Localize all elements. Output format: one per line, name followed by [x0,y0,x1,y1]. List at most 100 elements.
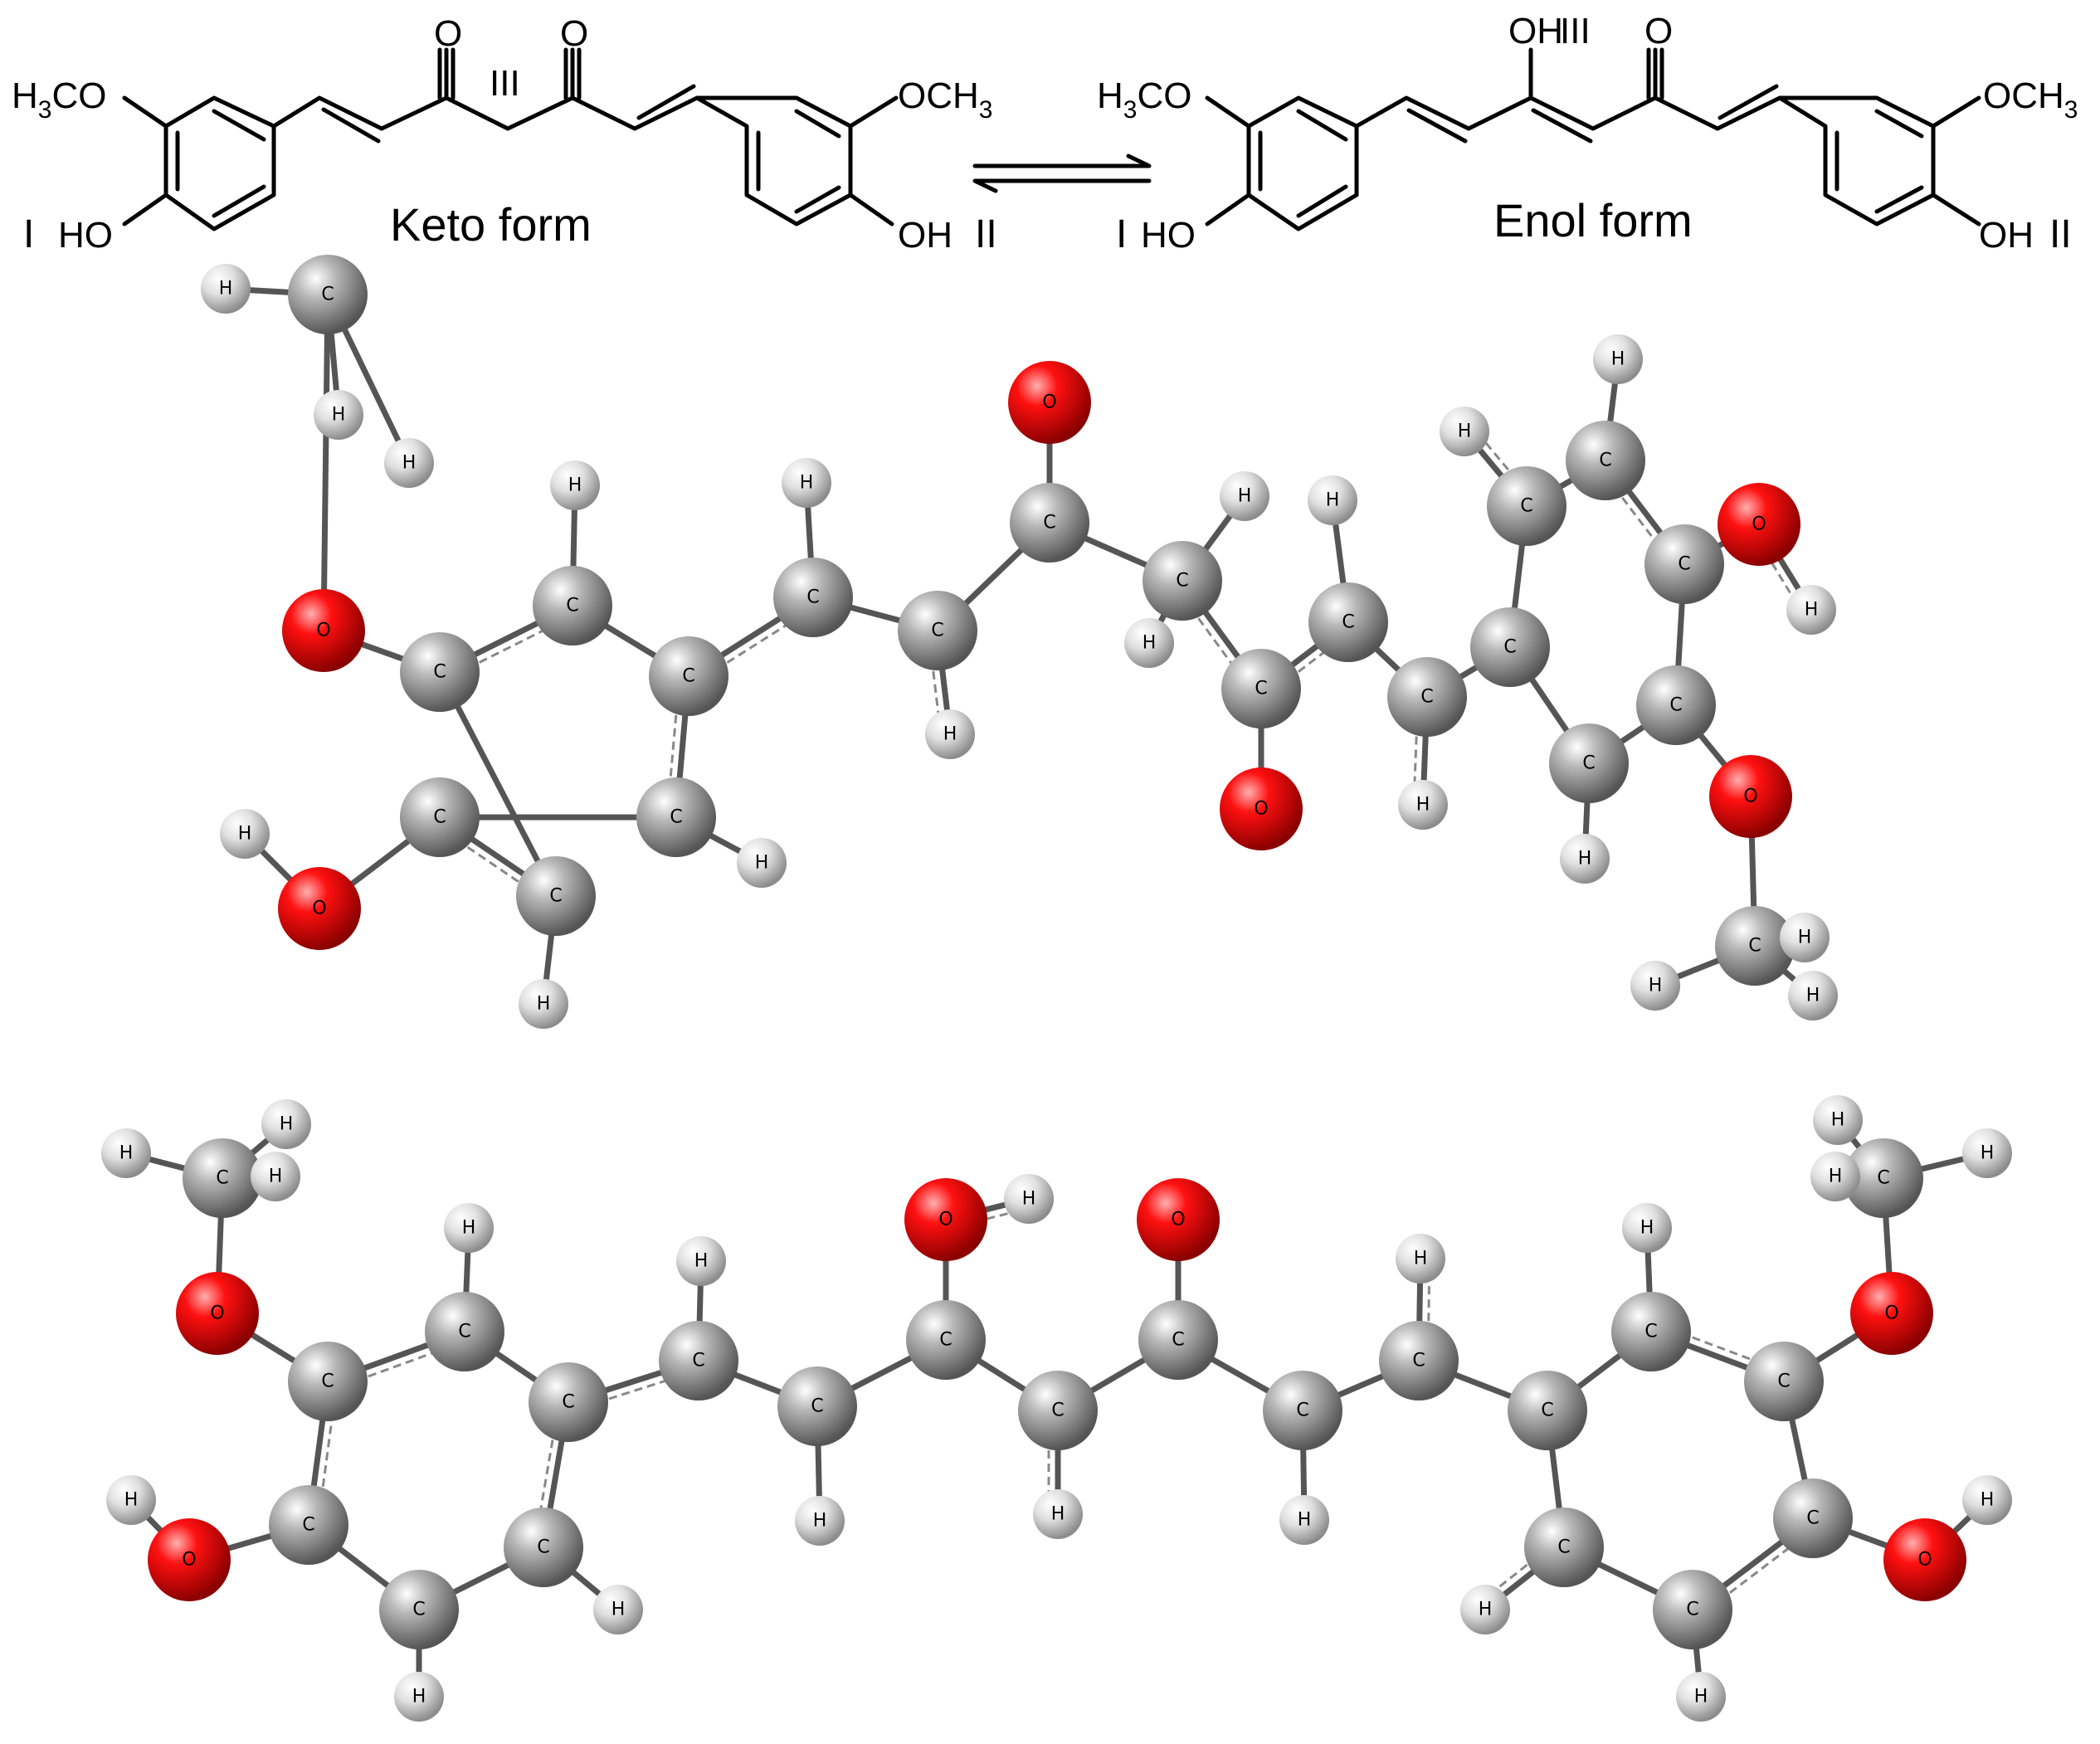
keto-ring-label-right: II [975,212,997,256]
keto-atom-hydrogen: H [925,709,975,759]
keto-atom-hydrogen: H [1788,971,1838,1021]
enol-atom-sphere [379,1570,459,1649]
enol-atom-sphere [529,1362,608,1442]
keto-atom-sphere [1560,834,1610,884]
keto-atom-sphere [519,979,568,1029]
keto-atom-label: H [238,824,252,845]
keto-atom-label: C [1678,554,1690,575]
enol-atom-label: C [1051,1401,1064,1421]
enol-methoxy-left: H3CO [1097,76,1191,124]
keto-atom-carbon: C [1143,541,1222,621]
keto-carbonyl-oxygen-left: O [434,13,462,54]
enol-atom-sphere [904,1178,987,1261]
keto-atom-sphere [400,777,480,857]
keto-atom-label: C [321,285,334,305]
enol-atom-sphere [1018,1371,1098,1450]
enol-atom-label: C [1806,1508,1819,1529]
enol-atom-sphere [1379,1321,1459,1401]
enol-atom-hydrogen: H [106,1475,156,1525]
enol-atom-label: C [1296,1401,1308,1421]
keto-atom-oxygen: O [1718,483,1800,566]
keto-atom-label: H [943,724,957,745]
keto-atom-label: O [1752,514,1766,535]
keto-atom-sphere [1549,723,1629,803]
keto-atom-sphere [1010,483,1089,563]
enol-atom-label: O [1171,1210,1185,1230]
enol-atom-sphere [1744,1342,1824,1421]
keto-atom-hydrogen: H [1124,618,1174,668]
keto-atom-label: C [1520,496,1532,517]
enol-atom-carbon: C [906,1300,986,1380]
keto-atom-carbon: C [1566,421,1645,500]
enol-atom-sphere [1138,1300,1218,1380]
enol-atom-label: O [1917,1550,1932,1571]
enol-atom-sphere [1622,1203,1672,1253]
enol-atom-sphere [1263,1371,1342,1450]
keto-atom-sphere [925,709,975,759]
enol-atom-carbon: C [659,1321,738,1401]
enol-atom-carbon: C [1524,1508,1604,1587]
keto-atom-sphere [1630,961,1680,1011]
keto-atom-hydrogen: H [1593,334,1643,384]
enol-atom-sphere [659,1321,738,1401]
enol-atom-label: C [1877,1168,1889,1189]
enol-atom-sphere [288,1342,368,1421]
keto-atom-label: C [1043,513,1055,533]
enol-atom-hydrogen: H [1810,1152,1860,1201]
keto-atom-label: C [682,666,694,687]
enol-double-bond-line [1654,1322,1788,1375]
enol-carbonyl-double-bond [1646,47,1664,100]
enol-atom-carbon: C [288,1342,368,1421]
enol-atom-sphere [1279,1495,1329,1545]
keto-bond [436,669,559,899]
keto-atom-label: C [931,621,943,641]
keto-atom-sphere [1470,607,1550,687]
keto-atom-sphere [1220,471,1269,521]
enol-atom-hydrogen: H [1033,1489,1083,1539]
enol-atom-label: H [269,1167,283,1187]
enol-atom-sphere [1524,1508,1604,1587]
enol-atom-label: C [302,1515,314,1536]
enol-atom-label: H [1981,1490,1995,1511]
keto-methoxy-left: H3CO [12,76,106,124]
keto-atom-sphere [1008,361,1091,444]
enol-atom-sphere [1396,1234,1445,1284]
enol-atom-carbon: C [529,1362,608,1442]
enol-atom-sphere [183,1138,262,1218]
keto-atom-sphere [201,264,251,314]
enol-atom-label: H [124,1490,139,1511]
enol-atom-label: C [1172,1330,1184,1351]
keto-atom-sphere [384,438,434,488]
enol-atom-hydrogen: H [1962,1475,2012,1525]
keto-atom-label: H [1326,490,1340,511]
enol-atom-label: H [280,1114,294,1135]
enol-skeleton-bonds [1205,47,1981,231]
keto-atom-sphere [1308,475,1357,525]
keto-atom-label: C [1255,679,1267,699]
enol-atom-sphere [261,1099,311,1149]
keto-atom-label: H [219,279,233,300]
keto-atom-sphere [737,838,787,888]
enol-atom-sphere [1004,1174,1054,1224]
keto-atom-hydrogen: H [737,838,787,888]
enol-atom-sphere [795,1496,845,1546]
enol-atom-label: H [462,1218,476,1239]
keto-atom-sphere [282,589,365,672]
keto-atom-sphere [1636,665,1716,745]
keto-atom-sphere [1398,780,1448,830]
enol-atom-sphere [1611,1292,1691,1371]
keto-atom-label: C [566,596,578,616]
enol-methoxy-right: OCH3 [1983,76,2078,124]
keto-atom-hydrogen: H [314,390,363,440]
keto-atom-label: H [800,473,814,494]
enol-atom-sphere [425,1292,504,1371]
keto-atom-sphere [649,636,728,716]
enol-ring-label-left: I [1116,212,1127,256]
keto-atom-sphere [1786,585,1836,635]
keto-atom-label: H [402,453,417,474]
keto-atom-carbon: C [636,777,716,857]
enol-hydroxy-right: OH [1979,215,2034,256]
enol-atom-hydrogen: H [795,1496,845,1546]
